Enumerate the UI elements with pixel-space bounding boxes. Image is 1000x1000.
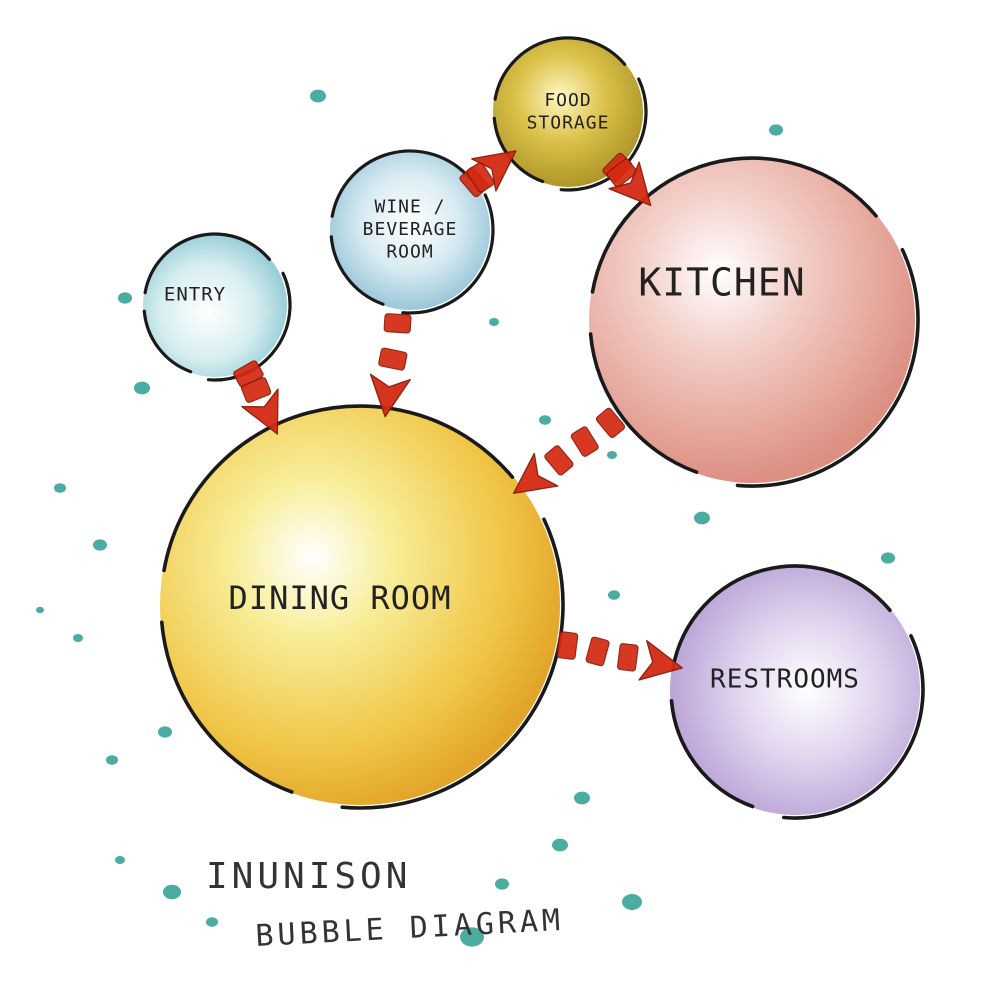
connector-dash bbox=[585, 636, 610, 667]
bubble-outline-wine bbox=[401, 193, 495, 315]
teal-dot bbox=[36, 606, 44, 614]
teal-dot bbox=[73, 634, 83, 642]
teal-dot bbox=[118, 292, 132, 304]
bubble-fill-kitchen bbox=[589, 157, 915, 483]
connector-arrowhead bbox=[638, 639, 683, 681]
bubble-outline-wine bbox=[330, 149, 473, 218]
bubble-outline-food bbox=[493, 36, 627, 101]
teal-dot bbox=[93, 539, 107, 551]
bubble-fill-dining bbox=[160, 405, 560, 805]
bubble-dining bbox=[160, 404, 565, 810]
teal-dot bbox=[574, 791, 590, 805]
bubble-fill-entry bbox=[143, 233, 287, 377]
connector-arrowhead bbox=[241, 388, 279, 435]
bubble-fill-food bbox=[493, 37, 643, 187]
bubble-outline-restrooms bbox=[671, 564, 892, 671]
connector-layer bbox=[233, 150, 683, 681]
connector-dash bbox=[606, 158, 638, 188]
connector-dash bbox=[466, 162, 495, 193]
connector-dash bbox=[378, 347, 408, 371]
bubble-food bbox=[492, 36, 648, 192]
bubble-wine bbox=[329, 149, 495, 315]
bubble-outline-entry bbox=[143, 232, 271, 295]
connector-dash bbox=[544, 445, 574, 476]
teal-dot bbox=[106, 755, 118, 765]
bubble-fill-restrooms bbox=[670, 565, 920, 815]
bubble-outline-restrooms bbox=[669, 699, 755, 809]
connector-kitchen-dining bbox=[512, 407, 626, 494]
bubble-fill-wine bbox=[330, 150, 490, 310]
connector-arrowhead bbox=[608, 161, 652, 207]
teal-dot bbox=[158, 726, 172, 738]
teal-dot bbox=[539, 415, 551, 425]
bubble-label-food: STORAGE bbox=[527, 112, 610, 133]
bubble-label-dining: DINING ROOM bbox=[229, 579, 452, 617]
teal-dot bbox=[206, 917, 218, 927]
bubble-outline-food bbox=[559, 77, 648, 192]
bubble-outline-kitchen bbox=[735, 248, 920, 488]
connector-arrowhead bbox=[471, 150, 517, 192]
bubble-label-restrooms: RESTROOMS bbox=[710, 665, 860, 695]
bubble-outline-dining bbox=[340, 517, 565, 810]
bubble-restrooms bbox=[669, 564, 925, 820]
caption-subtitle: BUBBLE DIAGRAM bbox=[255, 903, 565, 954]
bubble-outline-restrooms bbox=[782, 634, 925, 820]
teal-dot bbox=[163, 884, 181, 900]
connector-dash bbox=[595, 407, 626, 439]
connector-dash bbox=[556, 631, 579, 660]
teal-dot bbox=[310, 89, 326, 103]
connector-arrowhead bbox=[512, 452, 559, 494]
bubble-entry bbox=[142, 232, 292, 382]
connector-arrowhead bbox=[369, 373, 411, 418]
caption-title: INUNISON bbox=[206, 856, 411, 897]
connector-dash bbox=[617, 643, 639, 672]
bubble-label-food: FOOD bbox=[544, 90, 591, 111]
connector-entry-dining bbox=[233, 360, 279, 435]
connector-dash bbox=[240, 377, 272, 403]
bubble-label-wine: BEVERAGE bbox=[363, 219, 458, 240]
bubble-outline-dining bbox=[160, 620, 294, 794]
teal-dot bbox=[489, 318, 499, 326]
teal-dot bbox=[552, 838, 568, 852]
bubble-outline-entry bbox=[206, 271, 292, 382]
bubble-outline-dining bbox=[162, 404, 515, 573]
bubble-layer bbox=[142, 36, 925, 820]
connector-dining-restrooms bbox=[556, 631, 683, 681]
connector-dash bbox=[570, 426, 599, 457]
teal-dot bbox=[495, 878, 509, 890]
bubble-label-wine: WINE / bbox=[374, 197, 445, 218]
teal-dot bbox=[607, 451, 617, 459]
bubble-outline-wine bbox=[329, 235, 385, 306]
teal-dot bbox=[608, 590, 620, 600]
bubble-label-wine: ROOM bbox=[386, 242, 433, 263]
connector-dash bbox=[383, 313, 412, 334]
teal-dot bbox=[115, 856, 125, 864]
teal-dot bbox=[694, 511, 710, 525]
teal-dot bbox=[460, 927, 484, 947]
teal-dot bbox=[881, 552, 895, 564]
teal-dot bbox=[622, 894, 642, 910]
connector-wine-dining bbox=[369, 313, 412, 418]
teal-dot bbox=[769, 124, 783, 136]
bubble-kitchen bbox=[588, 156, 920, 488]
bubble-outline-entry bbox=[142, 309, 193, 374]
connector-wine-food bbox=[459, 150, 517, 198]
teal-dot bbox=[134, 381, 150, 395]
bubble-outline-kitchen bbox=[590, 156, 878, 294]
teal-dot bbox=[54, 483, 66, 493]
bubble-label-entry: ENTRY bbox=[164, 284, 226, 306]
bubble-outline-kitchen bbox=[588, 332, 699, 474]
bubble-label-kitchen: KITCHEN bbox=[638, 261, 805, 305]
connector-food-kitchen bbox=[602, 152, 652, 207]
